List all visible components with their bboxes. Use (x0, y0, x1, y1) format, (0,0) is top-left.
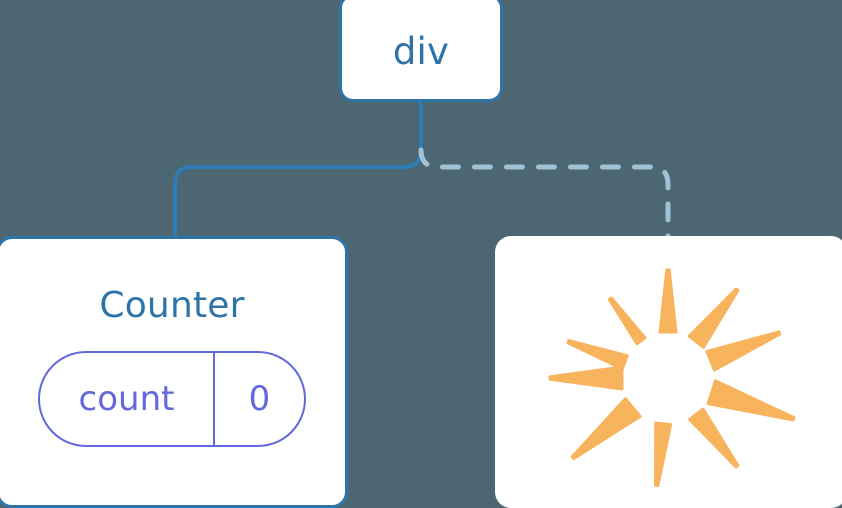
node-counter[interactable]: Counter count 0 (0, 236, 348, 508)
node-counter-label: Counter (99, 285, 245, 326)
burst-ray (566, 339, 629, 371)
burst-ray (654, 421, 673, 488)
burst-ray (688, 407, 740, 469)
burst-ray (706, 379, 796, 422)
burst-ray (658, 268, 678, 334)
burst-ray (687, 287, 740, 349)
node-div[interactable]: div (339, 0, 503, 102)
connector-div-to-counter (173, 100, 423, 240)
sparkle-burst-icon (548, 268, 796, 488)
node-div-label: div (392, 29, 450, 73)
node-burst[interactable] (495, 236, 842, 508)
burst-ray (705, 330, 782, 372)
burst-ray (570, 397, 642, 461)
connector-div-to-burst (418, 147, 671, 241)
burst-ray-group (548, 268, 796, 488)
state-key: count (40, 353, 215, 445)
state-value: 0 (248, 379, 271, 419)
burst-ray (607, 296, 647, 346)
burst-ray (548, 365, 624, 391)
state-pill-count[interactable]: count 0 (38, 351, 306, 447)
